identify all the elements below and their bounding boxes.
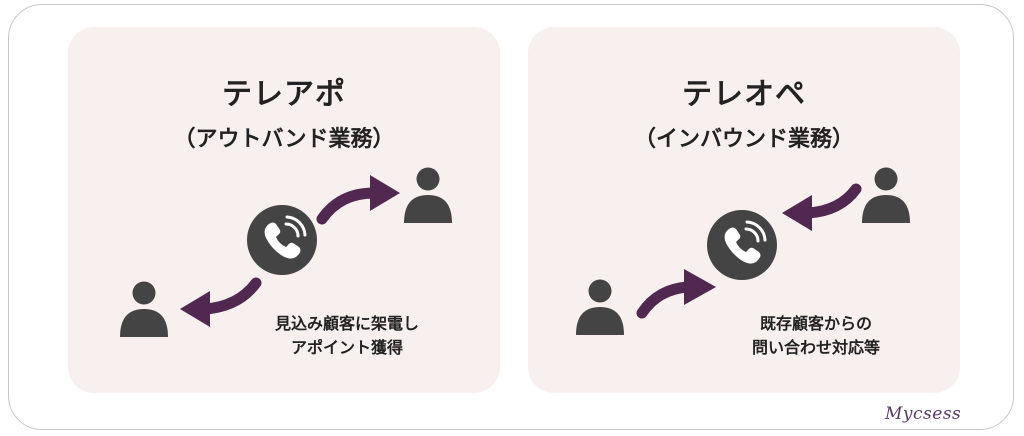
panel-title-2: テレオペ xyxy=(682,77,806,112)
outgoing-arrow-icon xyxy=(316,175,400,225)
panel-title: テレアポ xyxy=(222,77,346,112)
incoming-arrow-icon xyxy=(782,183,862,231)
incoming-arrow-icon-2 xyxy=(636,269,716,319)
description-line-2: アポイント獲得 xyxy=(291,338,404,357)
panel-subtitle-2: （インバウンド業務） xyxy=(633,127,854,152)
person-icon-2 xyxy=(120,281,168,337)
panel-description: 見込み顧客に架電し アポイント獲得 xyxy=(275,312,419,360)
person-icon-4 xyxy=(576,279,624,335)
panel-inbound: テレオペ （インバウンド業務） 既存顧客からの 問い合わせ対応等 xyxy=(528,27,960,393)
description-line-1: 既存顧客からの xyxy=(760,314,873,333)
outgoing-arrow-icon-2 xyxy=(180,277,262,327)
panel-description-2: 既存顧客からの 問い合わせ対応等 xyxy=(752,312,880,360)
description-line-1: 見込み顧客に架電し xyxy=(275,314,420,333)
brand-logo: Mycsess xyxy=(885,404,962,424)
person-icon xyxy=(404,167,452,223)
panel-outbound: テレアポ （アウトバンド業務） 見込み顧客に架電し アポイント獲得 xyxy=(68,27,500,393)
phone-icon xyxy=(247,205,317,275)
panel-subtitle: （アウトバンド業務） xyxy=(173,127,395,152)
description-line-2: 問い合わせ対応等 xyxy=(752,338,881,357)
person-icon-3 xyxy=(862,167,910,223)
phone-icon-2 xyxy=(707,210,777,280)
